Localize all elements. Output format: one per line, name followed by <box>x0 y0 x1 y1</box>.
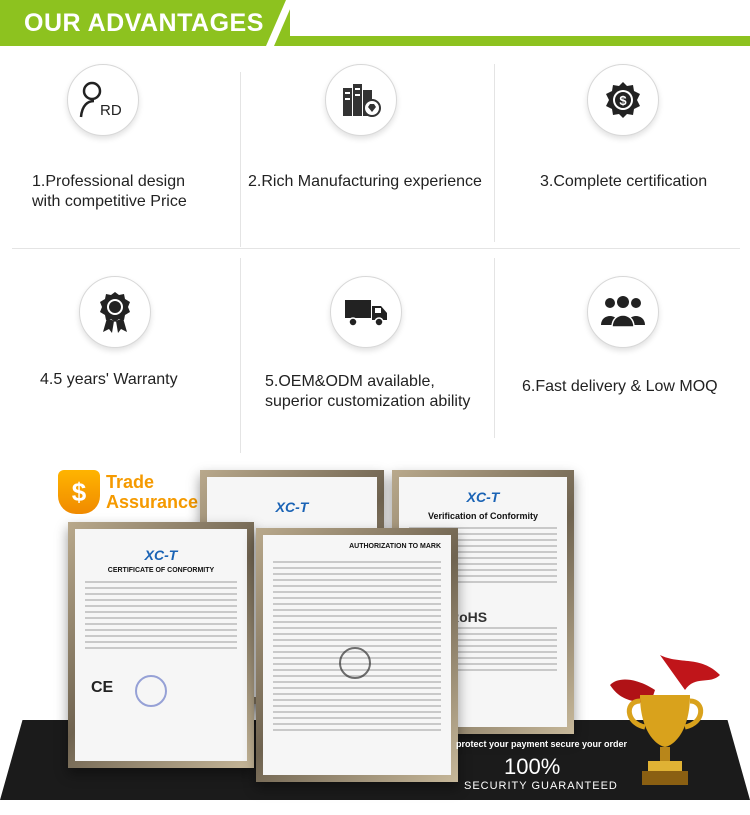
advantage-3-line1: 3.Complete certification <box>540 173 708 190</box>
grid-divider-vertical <box>240 72 241 247</box>
certificate-coin-icon: $ <box>587 64 659 136</box>
etl-mark-icon <box>339 647 371 679</box>
ce-mark: CE <box>91 679 114 696</box>
certificate-frame-front-left: XC-T CERTIFICATE OF CONFORMITY CE <box>68 522 254 768</box>
advantage-4-line1: 4.5 years' Warranty <box>40 371 178 388</box>
certificate-brand-logo: XC-T <box>466 489 500 505</box>
rd-person-icon: RD <box>67 64 139 136</box>
authorization-title: AUTHORIZATION TO MARK <box>349 543 441 550</box>
advantage-5-line1: 5.OEM&ODM available, <box>265 373 435 390</box>
advantage-1-line1: 1.Professional design <box>32 173 185 190</box>
advantage-3: 3.Complete certification <box>540 172 740 192</box>
trade-assurance-line2: Assurance <box>106 492 199 512</box>
trade-assurance-line1: Trade <box>106 472 155 492</box>
certificate-text-lines <box>85 581 237 653</box>
svg-text:$: $ <box>619 93 627 108</box>
grid-divider-vertical <box>494 64 495 242</box>
certificate-brand-logo: XC-T <box>275 499 309 515</box>
certificate-of-conformity-title: CERTIFICATE OF CONFORMITY <box>107 567 215 574</box>
rohs-mark: RoHS <box>449 609 488 625</box>
advantage-6: 6.Fast delivery & Low MOQ <box>522 377 742 397</box>
rd-label: RD <box>100 102 122 119</box>
advantage-6-line1: 6.Fast delivery & Low MOQ <box>522 378 718 395</box>
header-underline <box>290 36 750 46</box>
grid-divider-vertical <box>240 258 241 453</box>
guarantee-security-text: SECURITY GUARANTEED <box>464 780 618 792</box>
advantage-5-line2: superior customization ability <box>265 393 471 410</box>
advantage-1-line2: with competitive Price <box>32 193 187 210</box>
certificate-stamp <box>135 675 167 707</box>
certificate-text-lines <box>409 627 557 675</box>
header-white-area <box>290 0 750 36</box>
certificate: XC-T CERTIFICATE OF CONFORMITY CE <box>75 529 247 761</box>
certificate-brand-logo: XC-T <box>144 547 178 563</box>
certificate-verification-title: Verification of Conformity <box>427 511 538 521</box>
advantage-2: 2.Rich Manufacturing experience <box>248 172 493 192</box>
factory-icon <box>325 64 397 136</box>
guarantee-protect-text: protect your payment secure your order <box>456 739 628 749</box>
trade-assurance-shield-icon: $ <box>58 470 100 514</box>
advantage-5: 5.OEM&ODM available, superior customizat… <box>265 372 495 412</box>
grid-divider-vertical <box>494 258 495 438</box>
advantage-4: 4.5 years' Warranty <box>40 370 240 390</box>
header-tab <box>0 0 280 46</box>
guarantee-percent: 100% <box>504 754 561 779</box>
people-group-icon <box>587 276 659 348</box>
grid-divider-horizontal <box>12 248 740 249</box>
warranty-ribbon-icon <box>79 276 151 348</box>
page-title: OUR ADVANTAGES <box>24 9 264 37</box>
trophy-icon <box>610 655 720 785</box>
certificate: AUTHORIZATION TO MARK <box>263 535 451 775</box>
advantage-2-line1: 2.Rich Manufacturing experience <box>248 173 482 190</box>
certificate-frame-front-center: AUTHORIZATION TO MARK <box>256 528 458 782</box>
certificate-text-lines <box>409 527 557 587</box>
advantage-1: 1.Professional design with competitive P… <box>32 172 232 212</box>
delivery-truck-icon <box>330 276 402 348</box>
